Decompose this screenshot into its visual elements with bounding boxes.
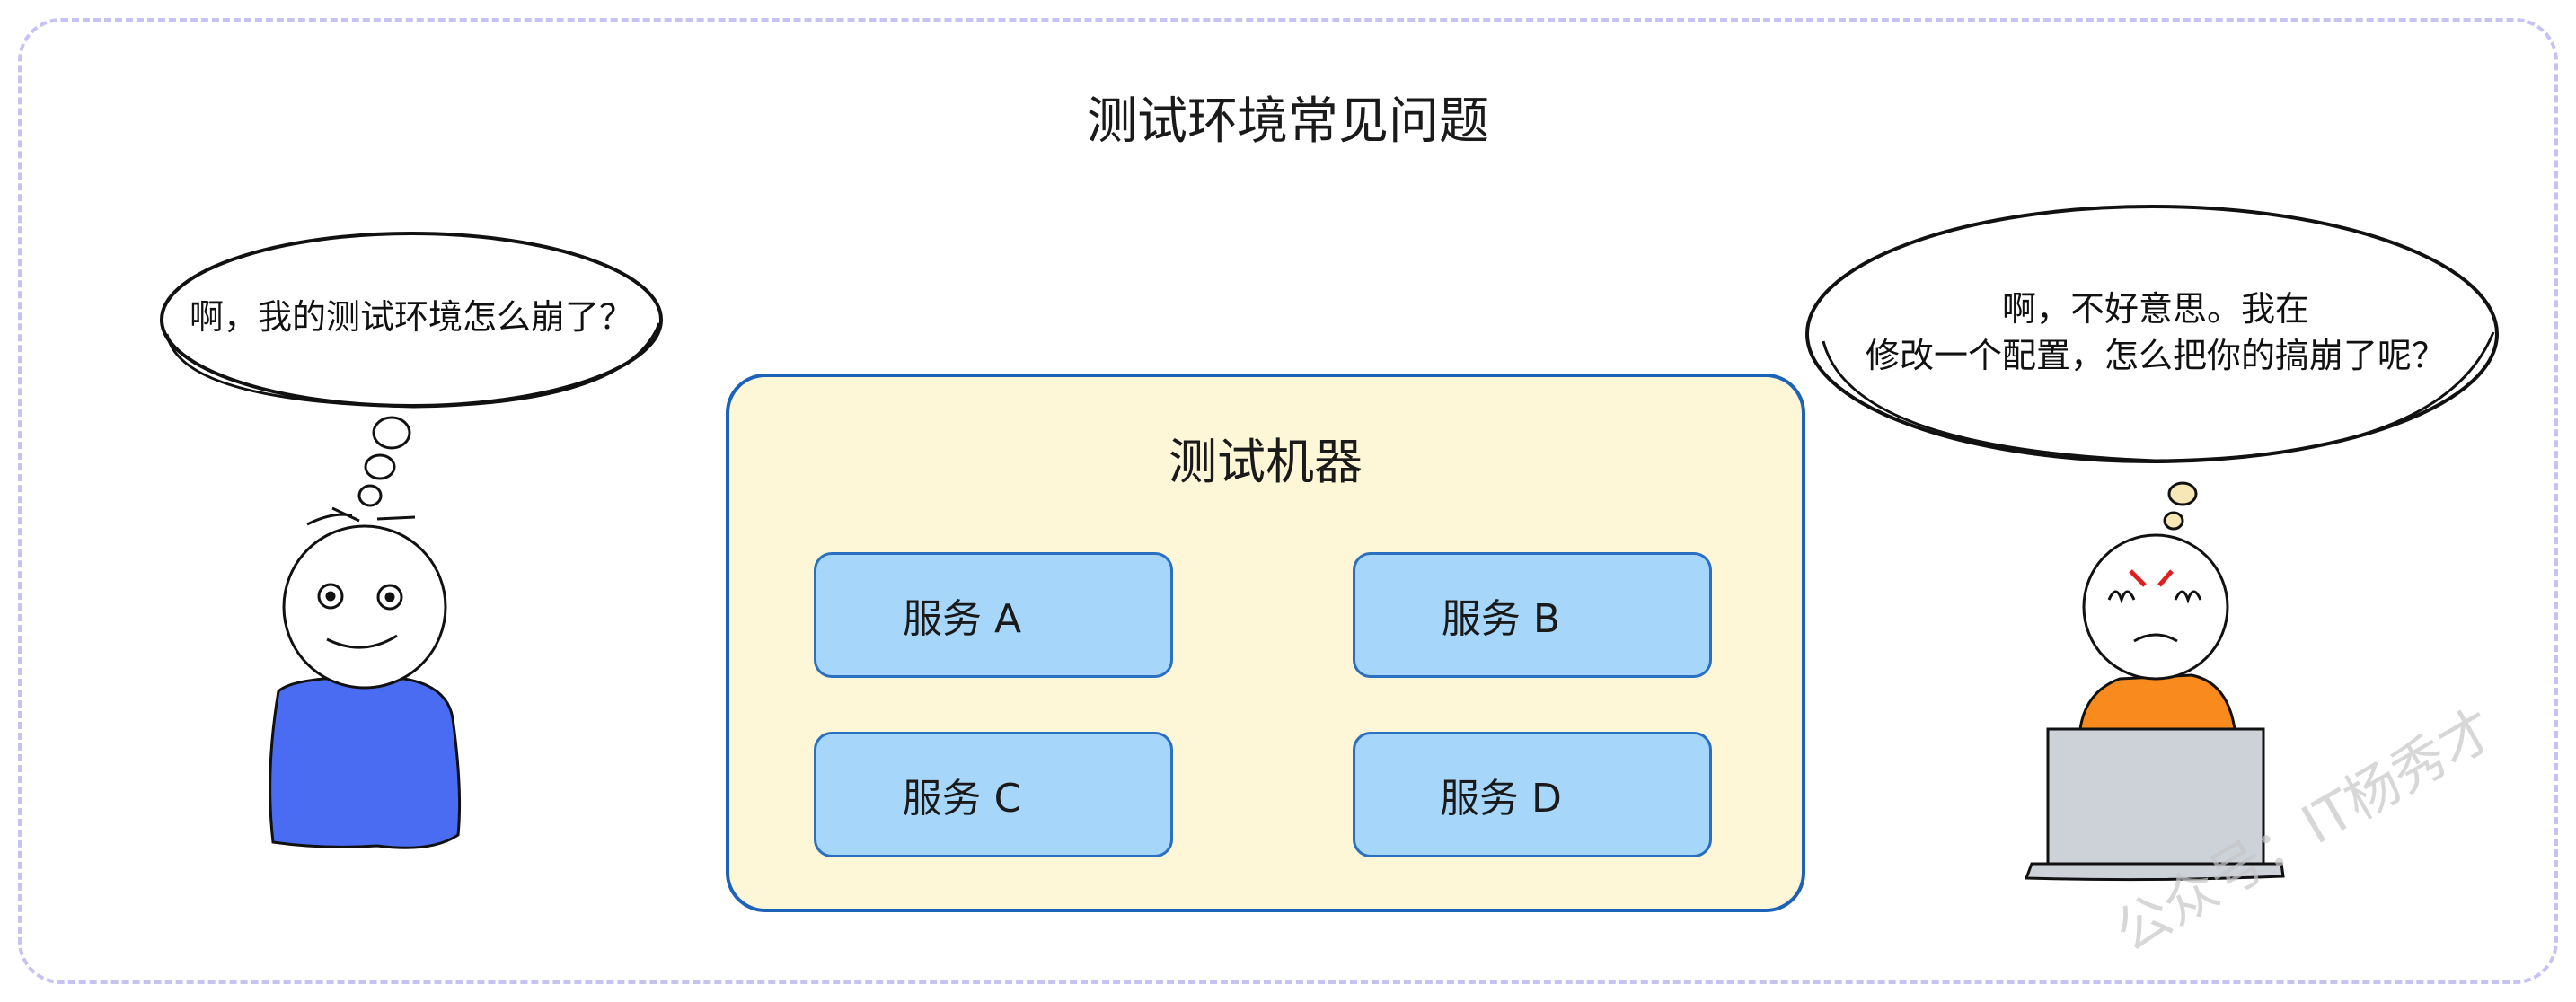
left-thought-dots: [357, 416, 411, 507]
service-a-box: 服务 A: [814, 552, 1173, 678]
service-b-label: 服务 B: [1441, 596, 1561, 642]
left-head: [282, 524, 447, 690]
right-body: [2078, 673, 2236, 731]
laptop: [2024, 727, 2285, 882]
service-c-label: 服务 C: [902, 776, 1022, 822]
left-person: [269, 506, 462, 849]
right-speech-text: 啊，不好意思。我在 修改一个配置，怎么把你的搞崩了呢？: [1814, 286, 2497, 379]
service-d-box: 服务 D: [1353, 732, 1712, 857]
service-b-box: 服务 B: [1353, 552, 1712, 678]
service-d-label: 服务 D: [1440, 776, 1562, 822]
service-c-box: 服务 C: [814, 732, 1173, 857]
laptop-screen: [2046, 727, 2265, 866]
right-speech-line-1: 啊，不好意思。我在: [2001, 289, 2309, 329]
diagram-title: 测试环境常见问题: [1087, 92, 1489, 151]
left-speech-text: 啊，我的测试环境怎么崩了？: [189, 297, 633, 337]
diagram-frame: [18, 18, 2558, 984]
right-person: [2078, 533, 2236, 731]
left-body: [269, 677, 462, 849]
service-a-label: 服务 A: [902, 596, 1022, 642]
laptop-base: [2024, 862, 2285, 882]
right-head: [2082, 533, 2229, 681]
right-speech-line-2: 修改一个配置，怎么把你的搞崩了呢？: [1865, 336, 2446, 375]
test-machine-label: 测试机器: [1169, 434, 1363, 490]
left-speech-bubble: [160, 232, 663, 409]
right-speech-bubble: [1805, 205, 2499, 463]
right-thought-dots: [2163, 481, 2198, 531]
